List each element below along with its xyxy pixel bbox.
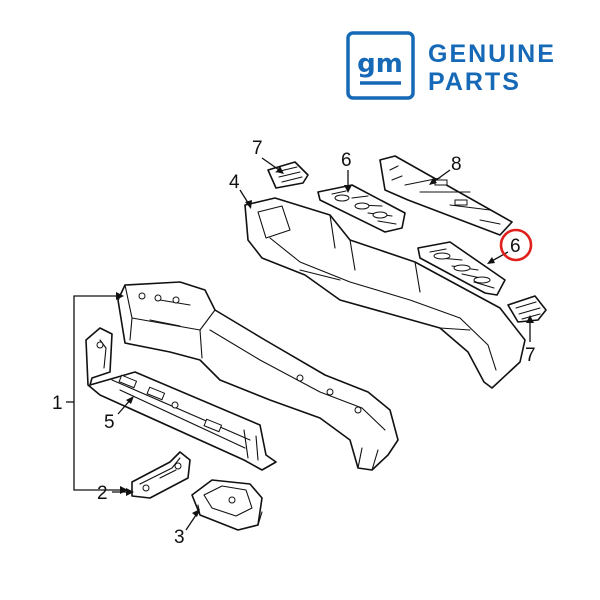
callout-5[interactable]: 5 xyxy=(104,412,115,433)
callout-2[interactable]: 2 xyxy=(97,483,108,504)
leader-arrowheads xyxy=(116,166,534,517)
callout-3[interactable]: 3 xyxy=(174,527,185,548)
part-5-mounting-plate xyxy=(85,327,277,471)
part-7-bottom-bracket xyxy=(507,295,547,323)
part-3-bracket-plate xyxy=(191,479,263,531)
callout-8[interactable]: 8 xyxy=(451,154,462,175)
highlight-ring xyxy=(499,228,533,262)
brand-word-genuine: GENUINE xyxy=(428,40,556,68)
gm-logo-text: gm xyxy=(357,49,403,79)
part-6-top-step-pad xyxy=(317,184,406,233)
part-4-bumper-face-bar xyxy=(244,197,526,389)
callout-1[interactable]: 1 xyxy=(52,393,63,414)
part-2-angle-bracket xyxy=(131,451,191,499)
callout-6-top[interactable]: 6 xyxy=(341,150,352,171)
callout-labels: 7 6 8 4 6 7 1 5 2 3 xyxy=(52,138,536,548)
callout-7-top[interactable]: 7 xyxy=(252,138,263,159)
callout-4[interactable]: 4 xyxy=(229,172,240,193)
part-6-step-pad xyxy=(417,241,506,296)
brand-word-parts: PARTS xyxy=(428,68,521,96)
part-8-step-pad xyxy=(379,155,513,236)
brand-logo: gm GENUINE PARTS xyxy=(346,31,556,100)
callout-7-bottom[interactable]: 7 xyxy=(525,345,536,366)
part-1-bumper-reinforcement xyxy=(117,281,399,471)
callout-6-highlighted[interactable]: 6 xyxy=(510,236,521,257)
